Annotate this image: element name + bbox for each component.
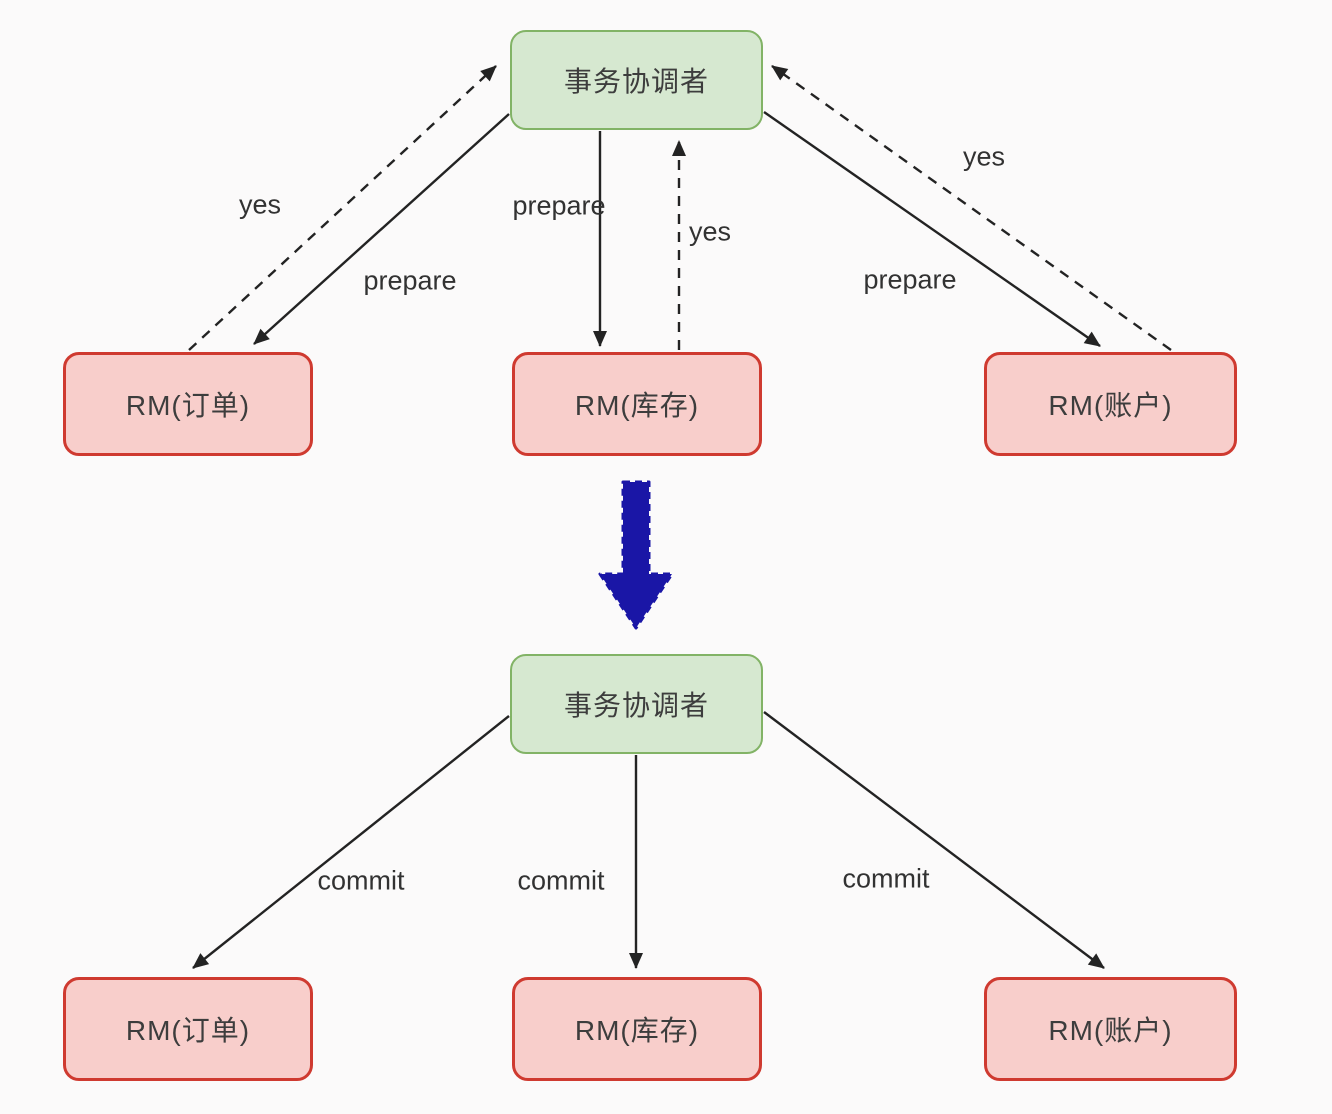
rm-order-label-phase1: RM(订单) xyxy=(125,390,251,421)
rm-order-label-phase2: RM(订单) xyxy=(125,1015,251,1046)
edge-label-yes-right: yes xyxy=(962,141,1006,172)
rm-inventory-node-phase1: RM(库存) xyxy=(512,352,762,456)
coordinator-node-phase2: 事务协调者 xyxy=(510,654,763,754)
edge-label-commit-middle: commit xyxy=(517,865,605,896)
edge-label-prepare-right: prepare xyxy=(863,264,957,295)
edge-prepare-left-line xyxy=(253,113,510,345)
edge-commit-left-line xyxy=(192,715,510,969)
coordinator-node-phase1: 事务协调者 xyxy=(510,30,763,130)
coordinator-label-phase2: 事务协调者 xyxy=(563,690,709,721)
rm-account-label-phase2: RM(账户) xyxy=(1048,1015,1173,1046)
edge-prepare-right-line xyxy=(763,111,1101,347)
rm-order-node-phase2: RM(订单) xyxy=(63,977,313,1081)
edge-label-commit-left: commit xyxy=(317,865,405,896)
rm-inventory-node-phase2: RM(库存) xyxy=(512,977,762,1081)
rm-order-node-phase1: RM(订单) xyxy=(63,352,313,456)
edge-yes-right-line xyxy=(771,65,1172,351)
phase-transition-arrow xyxy=(598,480,674,630)
edge-label-yes-middle: yes xyxy=(688,216,732,247)
edge-yes-left-line xyxy=(188,65,497,351)
edge-label-prepare-left: prepare xyxy=(363,265,457,296)
rm-account-node-phase1: RM(账户) xyxy=(984,352,1237,456)
rm-account-node-phase2: RM(账户) xyxy=(984,977,1237,1081)
coordinator-label-phase1: 事务协调者 xyxy=(563,66,709,97)
edge-label-commit-right: commit xyxy=(842,863,930,894)
edge-commit-right-line xyxy=(763,711,1105,969)
edge-label-yes-left: yes xyxy=(238,189,282,220)
rm-account-label-phase1: RM(账户) xyxy=(1048,390,1173,421)
rm-inventory-label-phase1: RM(库存) xyxy=(574,390,700,421)
edge-label-prepare-middle: prepare xyxy=(512,190,606,221)
rm-inventory-label-phase2: RM(库存) xyxy=(574,1015,700,1046)
